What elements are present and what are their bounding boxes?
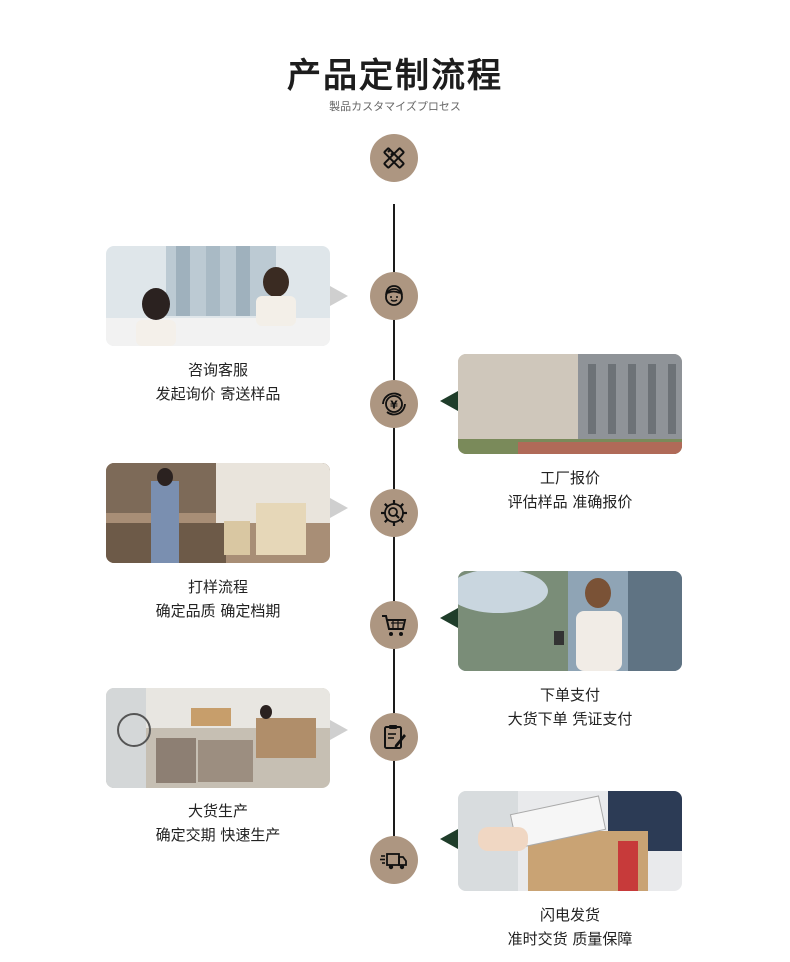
- delivery-truck-icon: [380, 853, 407, 870]
- step-node-delivery: [370, 836, 418, 884]
- yen-exchange-icon: ¥: [382, 392, 406, 416]
- tools-icon: [383, 147, 405, 169]
- step-caption-production: 大货生产 确定交期 快速生产: [106, 799, 330, 847]
- step-photo-sample: [106, 463, 330, 563]
- step-caption-consult: 咨询客服 发起询价 寄送样品: [106, 358, 330, 406]
- step-desc: 大货下单 凭证支付: [507, 710, 633, 728]
- page-subtitle: 製品カスタマイズプロセス: [329, 100, 461, 113]
- step-title: 咨询客服: [187, 361, 248, 379]
- step-desc: 确定品质 确定档期: [155, 602, 281, 620]
- gear-search-icon: [381, 500, 407, 526]
- step-title: 工厂报价: [539, 469, 600, 487]
- step-pointer: [440, 391, 458, 411]
- customer-service-icon: [385, 285, 403, 306]
- page-title: 产品定制流程: [287, 56, 503, 96]
- step-caption-quote: 工厂报价 评估样品 准确报价: [458, 466, 682, 514]
- step-caption-sample: 打样流程 确定品质 确定档期: [106, 575, 330, 623]
- step-title: 打样流程: [187, 578, 248, 596]
- step-node-consult: [370, 272, 418, 320]
- clipboard-edit-icon: [384, 725, 406, 749]
- step-node-quote: ¥: [370, 380, 418, 428]
- step-node-sample: [370, 489, 418, 537]
- step-desc: 确定交期 快速生产: [155, 826, 281, 844]
- step-title: 下单支付: [539, 686, 600, 704]
- step-title: 闪电发货: [539, 906, 600, 924]
- svg-text:¥: ¥: [390, 399, 398, 412]
- step-pointer: [330, 286, 348, 306]
- step-photo-quote: [458, 354, 682, 454]
- step-photo-delivery: [458, 791, 682, 891]
- step-node-tools: [370, 134, 418, 182]
- step-pointer: [330, 498, 348, 518]
- step-caption-order: 下单支付 大货下单 凭证支付: [458, 683, 682, 731]
- step-desc: 发起询价 寄送样品: [155, 385, 281, 403]
- step-pointer: [330, 720, 348, 740]
- step-node-order: [370, 601, 418, 649]
- step-desc: 准时交货 质量保障: [507, 930, 633, 948]
- step-pointer: [440, 608, 458, 628]
- step-photo-production: [106, 688, 330, 788]
- step-desc: 评估样品 准确报价: [507, 493, 633, 511]
- step-title: 大货生产: [187, 802, 248, 820]
- step-photo-consult: [106, 246, 330, 346]
- step-pointer: [440, 829, 458, 849]
- step-photo-order: [458, 571, 682, 671]
- shopping-cart-icon: [382, 615, 407, 636]
- step-node-production: [370, 713, 418, 761]
- step-caption-delivery: 闪电发货 准时交货 质量保障: [458, 903, 682, 951]
